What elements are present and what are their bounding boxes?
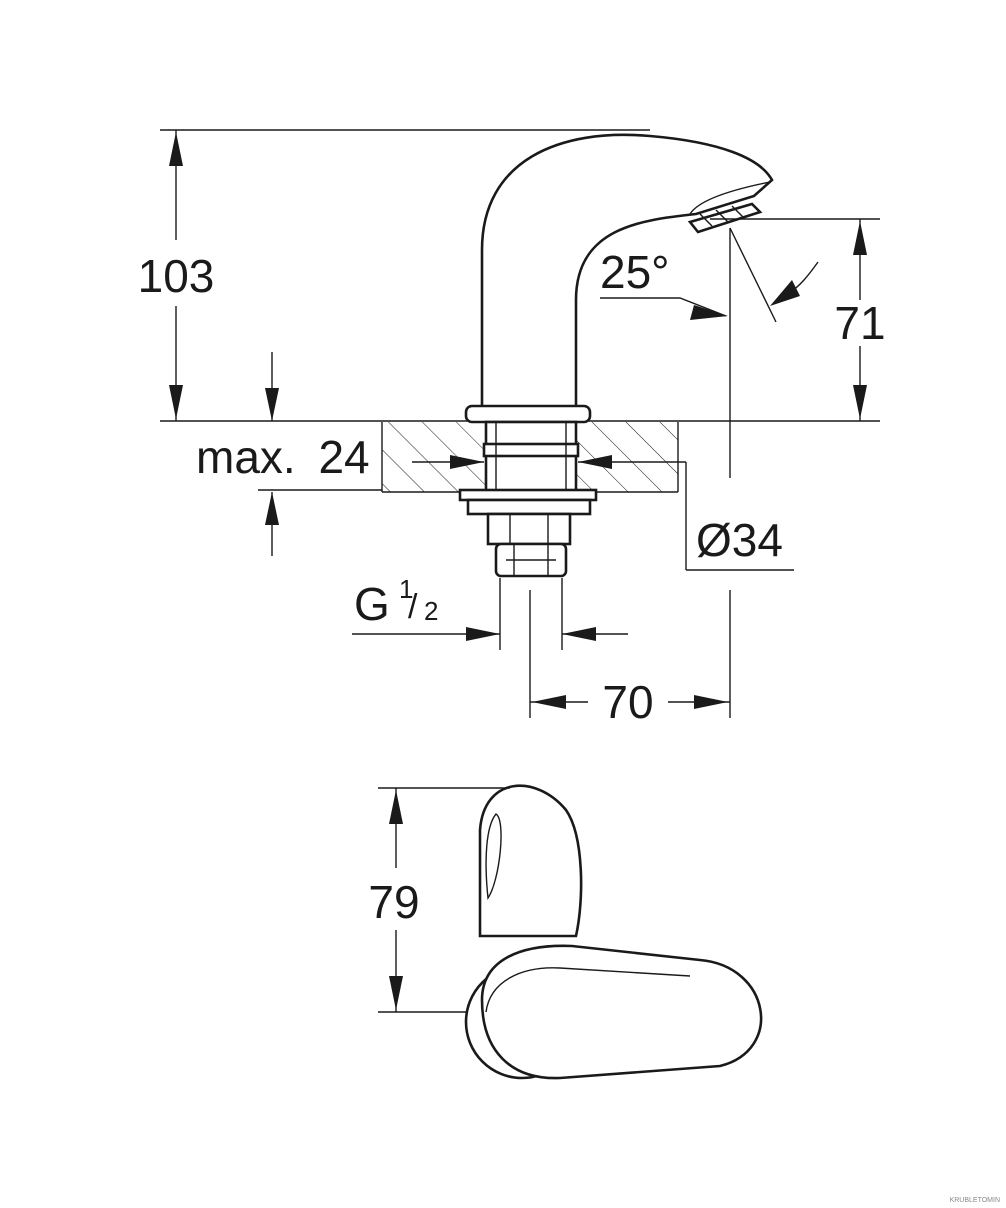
dimension-70: 70 (529, 590, 731, 728)
label-hole-diameter: Ø34 (696, 514, 783, 566)
faucet-top-body (464, 784, 763, 1080)
thread-den: 2 (424, 596, 438, 626)
watermark: KRUBLETOMIN (949, 1197, 1000, 1204)
label-spout-angle: 25° (600, 246, 670, 298)
max-value: 24 (318, 431, 369, 483)
dimension-diameter-34: Ø34 (412, 455, 794, 571)
mounting-shank (458, 420, 598, 578)
faucet-body (464, 133, 774, 424)
max-prefix: max. (196, 431, 296, 483)
dimension-103: 103 (138, 129, 650, 421)
thread-num: 1 (399, 574, 413, 604)
side-view: 103 71 max. 24 (138, 129, 886, 728)
dimension-max-24: max. 24 (196, 352, 382, 556)
dimension-angle-25: 25° (600, 227, 819, 478)
label-total-height: 103 (138, 250, 215, 302)
thread-slash: / (408, 588, 418, 626)
label-spout-height: 71 (834, 297, 885, 349)
dimension-thread-g12: G 1 / 2 (352, 574, 628, 650)
top-view: 79 (368, 784, 763, 1080)
label-max-thickness: max. 24 (196, 431, 370, 483)
dimension-79: 79 (368, 787, 510, 1013)
dimension-71: 71 (710, 218, 886, 421)
label-thread: G (354, 578, 390, 630)
label-projection: 70 (602, 676, 653, 728)
label-top-depth: 79 (368, 876, 419, 928)
thread-letter: G (354, 578, 390, 630)
